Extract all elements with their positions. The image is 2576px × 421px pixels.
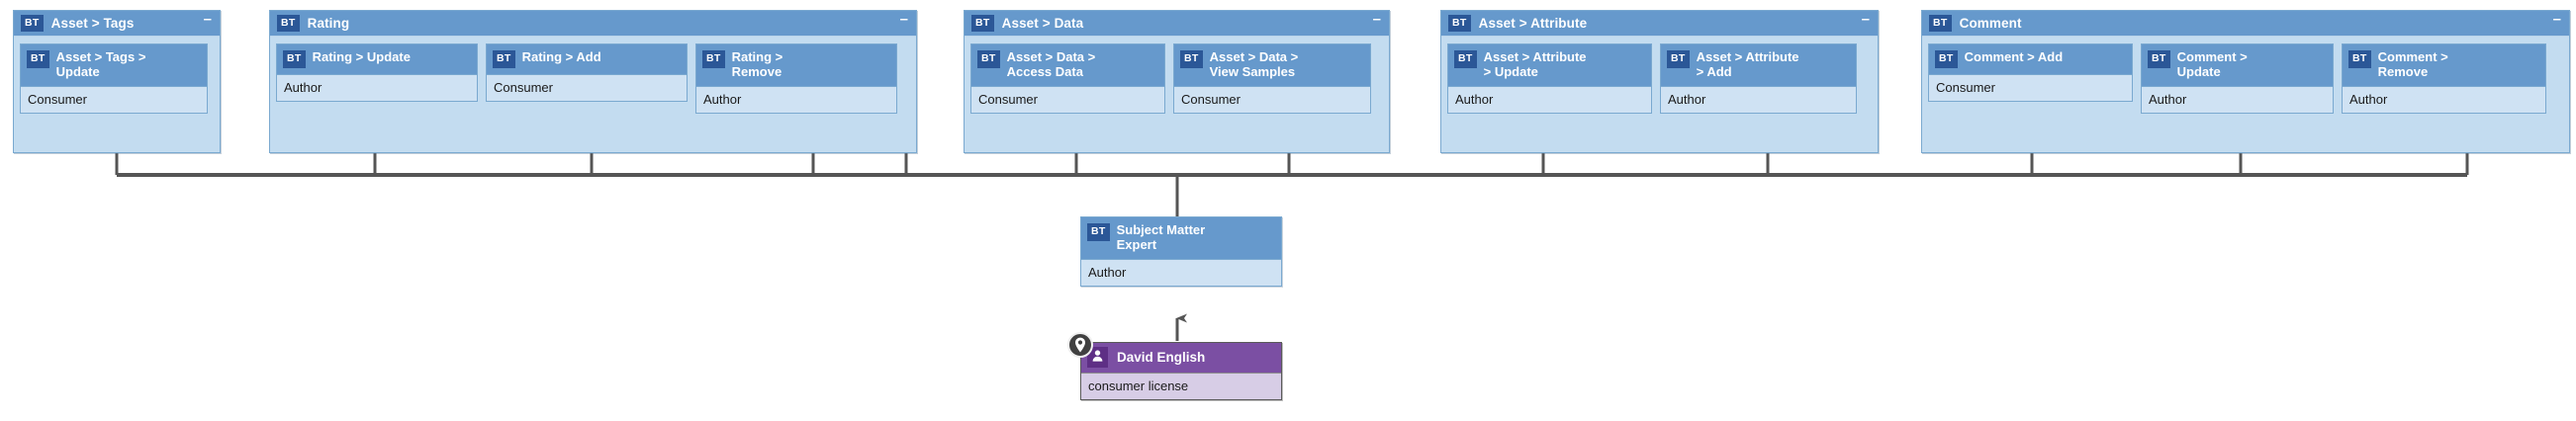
permission-group-title: Comment (1959, 16, 2022, 31)
user-node-header: David English (1081, 343, 1281, 373)
person-icon (1087, 347, 1108, 368)
bt-badge-icon: BT (2348, 50, 2371, 68)
permission-group-asset-data[interactable]: BT Asset > Data – BT Asset > Data > Access D… (964, 10, 1390, 153)
bt-badge-icon: BT (1929, 14, 1952, 33)
permission-card-role: Author (277, 73, 477, 101)
permission-group-header: BT Rating – (270, 11, 916, 37)
permission-card-role: Author (696, 86, 896, 113)
minimize-icon[interactable]: – (2552, 11, 2561, 28)
permission-card-role: Consumer (1929, 73, 2132, 101)
permission-group-header: BT Asset > Data – (965, 11, 1389, 37)
minimize-icon[interactable]: – (203, 11, 212, 28)
permission-card-title: Comment > Update (2176, 49, 2248, 79)
permission-card-title: Asset > Tags > Update (55, 49, 146, 79)
bt-badge-icon: BT (1180, 50, 1203, 68)
permission-card-header: BT Asset > Tags > Update (21, 44, 207, 86)
permission-card-title: Rating > Add (521, 49, 601, 64)
permission-group-header: BT Comment – (1922, 11, 2569, 37)
bt-badge-icon: BT (283, 50, 306, 68)
permission-card-header: BT Comment > Remove (2343, 44, 2545, 86)
permission-card-role: Consumer (1174, 86, 1370, 113)
permission-group-header: BT Asset > Tags – (14, 11, 220, 37)
user-node-license: consumer license (1081, 373, 1281, 399)
permission-card-header: BT Rating > Update (277, 44, 477, 74)
permission-card-role: Consumer (487, 73, 687, 101)
role-node-subject-matter-expert[interactable]: BT Subject Matter Expert Author (1080, 216, 1282, 287)
bt-badge-icon: BT (702, 50, 725, 68)
bt-badge-icon: BT (1087, 223, 1110, 241)
bt-badge-icon: BT (971, 14, 994, 33)
permission-card-header: BT Comment > Add (1929, 44, 2132, 74)
bt-badge-icon: BT (277, 14, 300, 33)
permission-card-title: Asset > Data > Access Data (1006, 49, 1096, 79)
role-node-role: Author (1081, 259, 1281, 286)
minimize-icon[interactable]: – (1861, 11, 1870, 28)
permission-card-header: BT Asset > Attribute > Add (1661, 44, 1856, 86)
permission-group-asset-attribute[interactable]: BT Asset > Attribute – BT Asset > Attribute … (1440, 10, 1879, 153)
bt-badge-icon: BT (1935, 50, 1958, 68)
permission-card-role: Consumer (971, 86, 1164, 113)
permission-card-header: BT Comment > Update (2142, 44, 2333, 86)
user-node-david-english[interactable]: David English consumer license (1080, 342, 1282, 400)
permission-card-role: Author (1448, 86, 1651, 113)
user-node-name: David English (1117, 350, 1206, 365)
permission-card-role: Author (2142, 86, 2333, 113)
bt-badge-icon: BT (21, 14, 44, 33)
bt-badge-icon: BT (1454, 50, 1477, 68)
permission-group-title: Asset > Attribute (1478, 16, 1588, 31)
permission-card-role: Author (1661, 86, 1856, 113)
permission-group-header: BT Asset > Attribute – (1441, 11, 1878, 37)
permission-card-header: BT Asset > Attribute > Update (1448, 44, 1651, 86)
permission-card-title: Comment > Add (1964, 49, 2064, 64)
permission-card-header: BT Rating > Add (487, 44, 687, 74)
permission-card-header: BT Asset > Data > Access Data (971, 44, 1164, 86)
bt-badge-icon: BT (493, 50, 515, 68)
bt-badge-icon: BT (2148, 50, 2170, 68)
bt-badge-icon: BT (977, 50, 1000, 68)
location-pin-icon[interactable] (1067, 332, 1093, 358)
role-node-title: Subject Matter Expert (1116, 222, 1206, 252)
permission-card-title: Rating > Update (312, 49, 411, 64)
minimize-icon[interactable]: – (899, 11, 908, 28)
permission-card-title: Asset > Data > View Samples (1209, 49, 1299, 79)
permission-group-title: Rating (307, 16, 350, 31)
permission-card-title: Asset > Attribute > Update (1483, 49, 1587, 79)
permission-card-title: Asset > Attribute > Add (1696, 49, 1799, 79)
permission-group-title: Asset > Data (1001, 16, 1084, 31)
permission-card-role: Author (2343, 86, 2545, 113)
permission-group-title: Asset > Tags (50, 16, 135, 31)
permission-card-title: Rating > Remove (731, 49, 783, 79)
permission-card-header: BT Rating > Remove (696, 44, 896, 86)
role-node-header: BT Subject Matter Expert (1081, 217, 1281, 259)
permission-card-role: Consumer (21, 86, 207, 113)
bt-badge-icon: BT (1667, 50, 1690, 68)
bt-badge-icon: BT (27, 50, 49, 68)
permission-card-title: Comment > Remove (2377, 49, 2448, 79)
minimize-icon[interactable]: – (1372, 11, 1381, 28)
bt-badge-icon: BT (1448, 14, 1471, 33)
permission-card-header: BT Asset > Data > View Samples (1174, 44, 1370, 86)
